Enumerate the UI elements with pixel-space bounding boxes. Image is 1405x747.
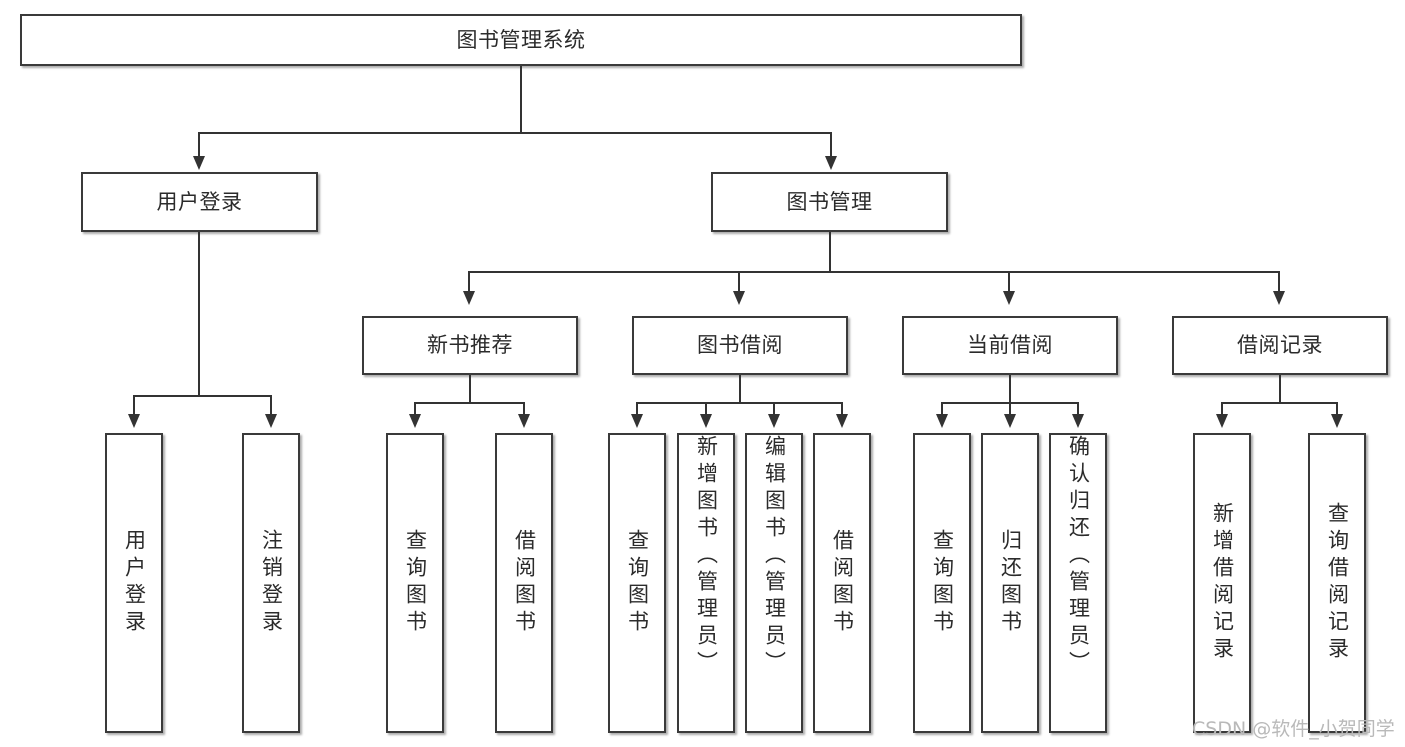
- leaf-current-borrow-3[interactable]: 确认归还（管理员）: [1049, 433, 1107, 733]
- connector-new-book-drop-1: [414, 402, 416, 416]
- node-label: 借阅记录: [1237, 333, 1323, 358]
- connector-book-mgmt-bus: [468, 271, 1280, 273]
- connector-book-borrow-bus: [636, 402, 843, 404]
- connector-current-borrow-stem: [1009, 375, 1011, 403]
- arrowhead-book-borrow-leaf-1: [631, 414, 643, 428]
- leaf-current-borrow-1[interactable]: 查询图书: [913, 433, 971, 733]
- leaf-borrow-record-2[interactable]: 查询借阅记录: [1308, 433, 1366, 733]
- arrowhead-borrow-record-leaf-2: [1331, 414, 1343, 428]
- connector-root-to-user-login: [198, 132, 200, 156]
- arrowhead-new-book-leaf-2: [518, 414, 530, 428]
- leaf-label: 查询图书: [930, 529, 955, 637]
- connector-root-bus: [198, 132, 832, 134]
- connector-current-borrow-drop-2: [1009, 402, 1011, 416]
- leaf-label: 查询图书: [403, 529, 428, 637]
- connector-book-borrow-drop-1: [636, 402, 638, 416]
- arrowhead-user-login-leaf-1: [128, 414, 140, 428]
- connector-current-borrow-drop-1: [941, 402, 943, 416]
- node-new-book-recommend[interactable]: 新书推荐: [362, 316, 578, 375]
- leaf-label: 查询图书: [625, 529, 650, 637]
- arrowhead-user-login-leaf-2: [265, 414, 277, 428]
- connector-root-to-book-mgmt: [830, 132, 832, 156]
- leaf-label: 借阅图书: [512, 529, 537, 637]
- node-current-borrow[interactable]: 当前借阅: [902, 316, 1118, 375]
- arrowhead-current-borrow-leaf-2: [1004, 414, 1016, 428]
- connector-root-stem: [520, 66, 522, 133]
- node-label: 用户登录: [156, 189, 243, 214]
- connector-user-login-stem: [198, 232, 200, 396]
- leaf-user-login-2[interactable]: 注销登录: [242, 433, 300, 733]
- connector-book-borrow-drop-4: [841, 402, 843, 416]
- leaf-label: 查询借阅记录: [1325, 502, 1350, 664]
- node-user-login[interactable]: 用户登录: [81, 172, 318, 232]
- node-label: 图书管理: [786, 189, 873, 214]
- arrowhead-current-borrow-leaf-3: [1072, 414, 1084, 428]
- arrowhead-new-book-leaf-1: [409, 414, 421, 428]
- leaf-book-borrow-4[interactable]: 借阅图书: [813, 433, 871, 733]
- connector-borrow-record-stem: [1279, 375, 1281, 403]
- connector-book-borrow-stem: [739, 375, 741, 403]
- node-borrow-record[interactable]: 借阅记录: [1172, 316, 1388, 375]
- connector-borrow-record-drop-1: [1221, 402, 1223, 416]
- connector-book-borrow-drop-3: [773, 402, 775, 416]
- connector-book-borrow-drop-2: [705, 402, 707, 416]
- connector-book-mgmt-drop-3: [1008, 271, 1010, 293]
- connector-user-login-bus: [133, 395, 270, 397]
- arrowhead-book-mgmt: [825, 156, 837, 170]
- arrowhead-book-borrow-leaf-2: [700, 414, 712, 428]
- connector-current-borrow-drop-3: [1077, 402, 1079, 416]
- node-book-borrow[interactable]: 图书借阅: [632, 316, 848, 375]
- node-label: 图书管理系统: [456, 27, 586, 52]
- leaf-label: 归还图书: [998, 529, 1023, 637]
- csdn-watermark: CSDN @软件_小贺同学: [1192, 718, 1395, 740]
- connector-user-login-drop-1: [133, 395, 135, 416]
- leaf-new-book-2[interactable]: 借阅图书: [495, 433, 553, 733]
- leaf-label: 用户登录: [122, 529, 147, 637]
- leaf-book-borrow-1[interactable]: 查询图书: [608, 433, 666, 733]
- connector-user-login-drop-2: [270, 395, 272, 416]
- leaf-borrow-record-1[interactable]: 新增借阅记录: [1193, 433, 1251, 733]
- leaf-label: 编辑图书（管理员）: [762, 435, 787, 678]
- connector-new-book-drop-2: [523, 402, 525, 416]
- node-label: 图书借阅: [697, 333, 783, 358]
- arrowhead-level3-2: [733, 291, 745, 305]
- arrowhead-book-borrow-leaf-3: [768, 414, 780, 428]
- node-book-management[interactable]: 图书管理: [711, 172, 948, 232]
- leaf-label: 确认归还（管理员）: [1066, 435, 1091, 678]
- node-label: 新书推荐: [427, 333, 513, 358]
- leaf-label: 借阅图书: [830, 529, 855, 637]
- arrowhead-current-borrow-leaf-1: [936, 414, 948, 428]
- leaf-label: 注销登录: [259, 529, 284, 637]
- connector-new-book-bus: [414, 402, 525, 404]
- arrowhead-borrow-record-leaf-1: [1216, 414, 1228, 428]
- connector-borrow-record-bus: [1221, 402, 1338, 404]
- arrowhead-level3-4: [1273, 291, 1285, 305]
- arrowhead-book-borrow-leaf-4: [836, 414, 848, 428]
- leaf-user-login-1[interactable]: 用户登录: [105, 433, 163, 733]
- arrowhead-user-login: [193, 156, 205, 170]
- arrowhead-level3-1: [463, 291, 475, 305]
- arrowhead-level3-3: [1003, 291, 1015, 305]
- node-root-system[interactable]: 图书管理系统: [20, 14, 1022, 66]
- connector-book-mgmt-drop-2: [738, 271, 740, 293]
- leaf-book-borrow-3[interactable]: 编辑图书（管理员）: [745, 433, 803, 733]
- connector-book-mgmt-drop-4: [1278, 271, 1280, 293]
- leaf-label: 新增图书（管理员）: [694, 435, 719, 678]
- leaf-current-borrow-2[interactable]: 归还图书: [981, 433, 1039, 733]
- connector-book-mgmt-drop-1: [468, 271, 470, 293]
- leaf-label: 新增借阅记录: [1210, 502, 1235, 664]
- connector-new-book-stem: [469, 375, 471, 403]
- node-label: 当前借阅: [967, 333, 1053, 358]
- leaf-new-book-1[interactable]: 查询图书: [386, 433, 444, 733]
- connector-book-mgmt-stem: [829, 232, 831, 272]
- leaf-book-borrow-2[interactable]: 新增图书（管理员）: [677, 433, 735, 733]
- connector-borrow-record-drop-2: [1336, 402, 1338, 416]
